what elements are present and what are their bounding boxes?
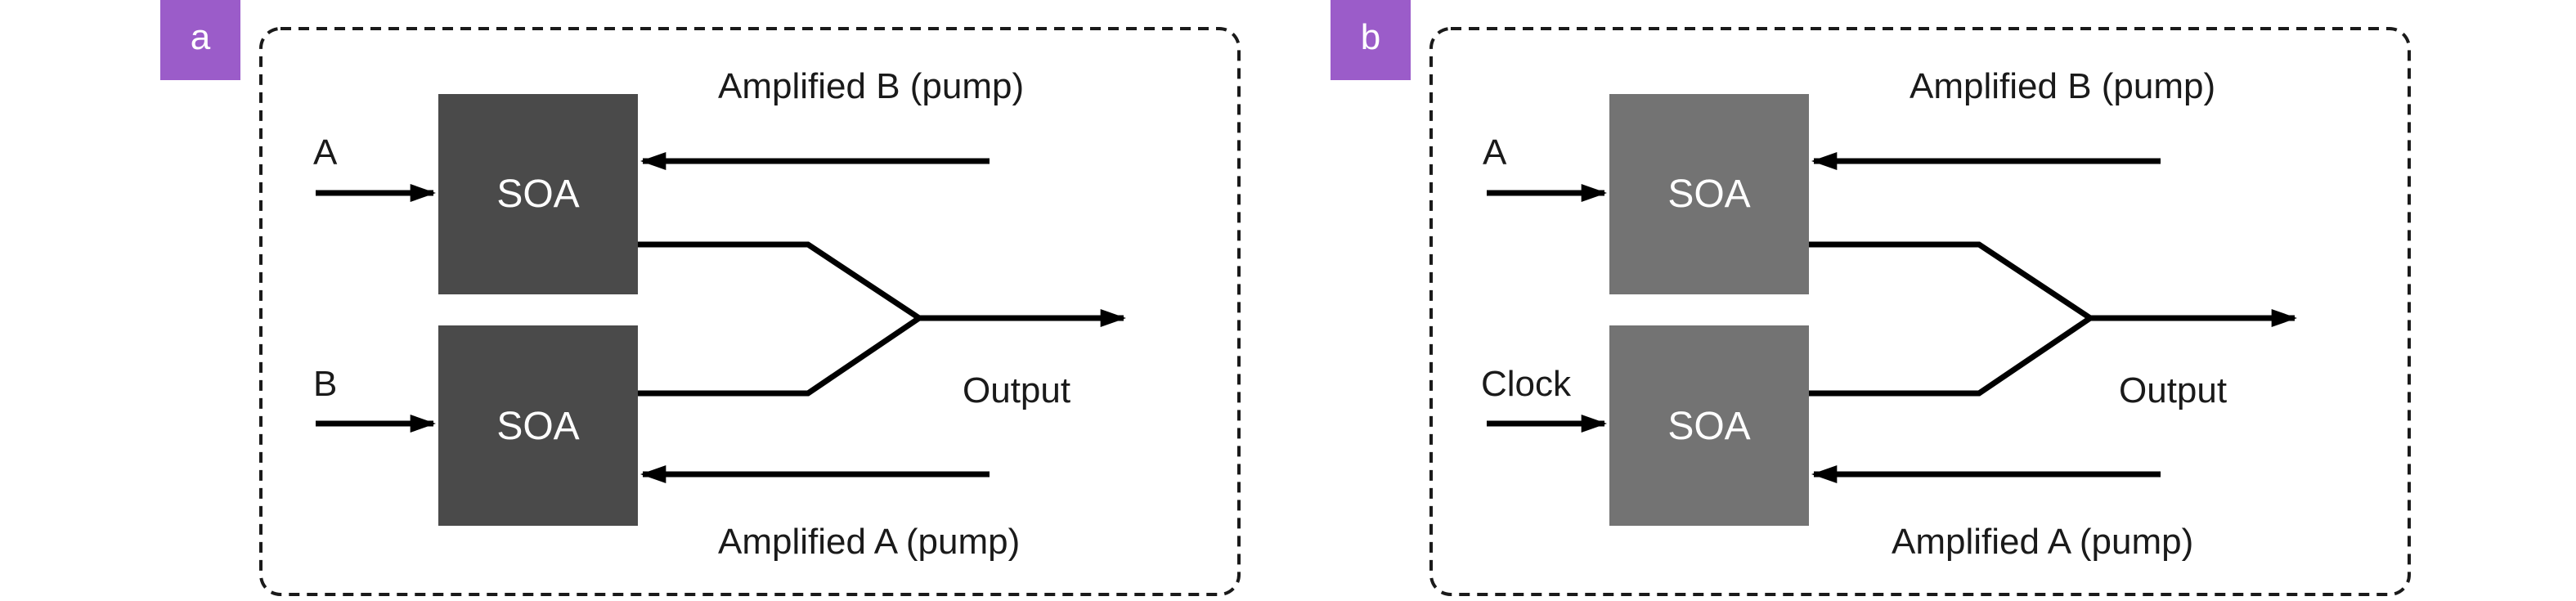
panel-a-output-label: Output (963, 370, 1070, 410)
panel-a-soa-bottom-label: SOA (496, 405, 579, 448)
panel-b-input-top-label: A (1483, 132, 1507, 173)
panel-b-combiner-top-branch (1809, 241, 2092, 321)
panel-a-input-bottom-label: B (313, 364, 337, 404)
panel-a-combiner-top-branch (638, 241, 921, 321)
panel-a-tag-label: a (191, 17, 211, 57)
panel-b: b SOA SOA A Clock Amplified B (pump) Amp… (1331, 0, 2411, 596)
panel-b-soa-top-block (1609, 94, 1809, 294)
panel-b-soa-top-label: SOA (1667, 173, 1750, 216)
panel-b-dashed-border (1429, 27, 2411, 596)
panel-b-combiner-bottom-branch (1809, 316, 2092, 397)
panel-b-input-bottom-label: Clock (1481, 364, 1572, 404)
panel-b-pump-bottom-label: Amplified A (pump) (1892, 522, 2193, 562)
panel-a-tag-box (160, 0, 240, 80)
panel-a-combiner-bottom-branch (638, 316, 921, 397)
panel-b-output-label: Output (2119, 370, 2227, 410)
panel-a-pump-bottom-label: Amplified A (pump) (718, 522, 1020, 562)
panel-a-pump-top-label: Amplified B (pump) (718, 66, 1024, 106)
panel-b-soa-bottom-label: SOA (1667, 405, 1750, 448)
panel-a-soa-top-block (438, 94, 638, 294)
panel-a-input-top-label: A (313, 132, 338, 173)
panel-a-soa-bottom-block (438, 325, 638, 526)
panel-b-pump-top-label: Amplified B (pump) (1910, 66, 2215, 106)
panel-a-dashed-border (259, 27, 1241, 596)
panel-b-tag-box (1331, 0, 1411, 80)
panel-a-soa-top-label: SOA (496, 173, 579, 216)
panel-b-tag-label: b (1361, 17, 1380, 57)
panel-a: a SOA SOA A B Amplified B (pump) Amplifi… (160, 0, 1241, 596)
panel-b-soa-bottom-block (1609, 325, 1809, 526)
